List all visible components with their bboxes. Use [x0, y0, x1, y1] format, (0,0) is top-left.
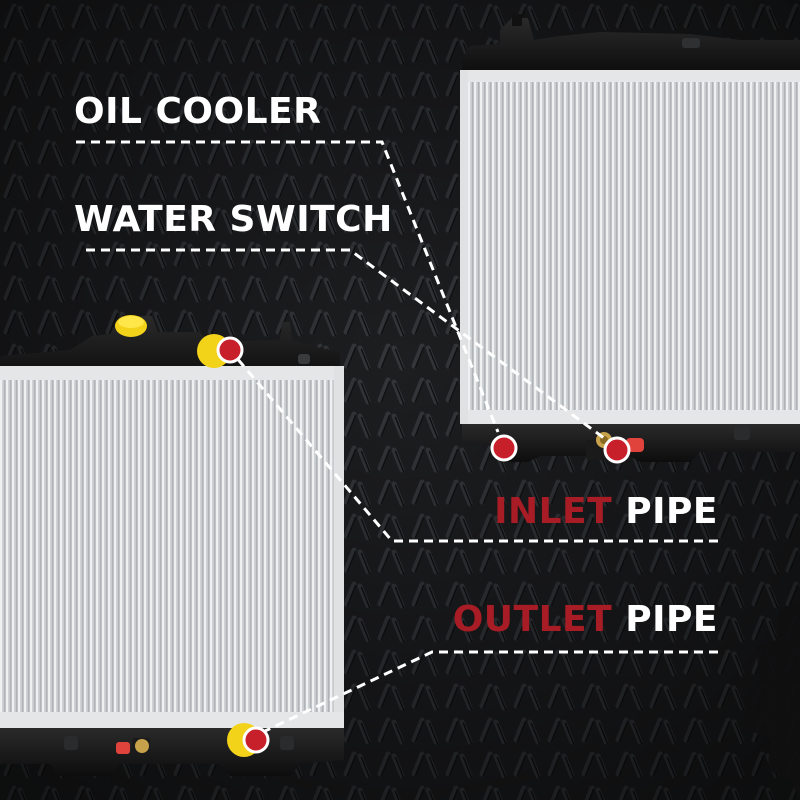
label-inlet-accent: INLET	[494, 491, 613, 532]
label-water-switch: WATER SWITCH	[74, 202, 393, 238]
port-marker-icon	[490, 434, 518, 462]
leader-inlet-pipe	[228, 349, 718, 543]
label-inlet-pipe: INLET PIPE	[494, 494, 718, 530]
leader-outlet-pipe	[245, 650, 718, 742]
radiator-cap-icon	[115, 315, 147, 337]
label-oil-cooler: OIL COOLER	[74, 94, 321, 130]
label-water-switch-text: WATER SWITCH	[74, 199, 393, 240]
radiator-right-image	[460, 14, 800, 462]
leader-oil-cooler	[76, 140, 500, 433]
radiator-left-image	[0, 316, 344, 776]
label-outlet-accent: OUTLET	[452, 599, 613, 640]
label-outlet-rest: PIPE	[625, 599, 718, 640]
label-inlet-rest: PIPE	[625, 491, 718, 532]
label-outlet-pipe: OUTLET PIPE	[453, 602, 718, 638]
port-marker-icon	[242, 726, 270, 754]
leader-water-switch	[86, 248, 613, 446]
port-markers	[216, 336, 631, 754]
gear-shadow-decoration	[744, 600, 800, 800]
label-oil-cooler-text: OIL COOLER	[74, 91, 322, 132]
port-marker-icon	[603, 436, 631, 464]
leader-lines	[76, 140, 718, 742]
port-marker-icon	[216, 336, 244, 364]
